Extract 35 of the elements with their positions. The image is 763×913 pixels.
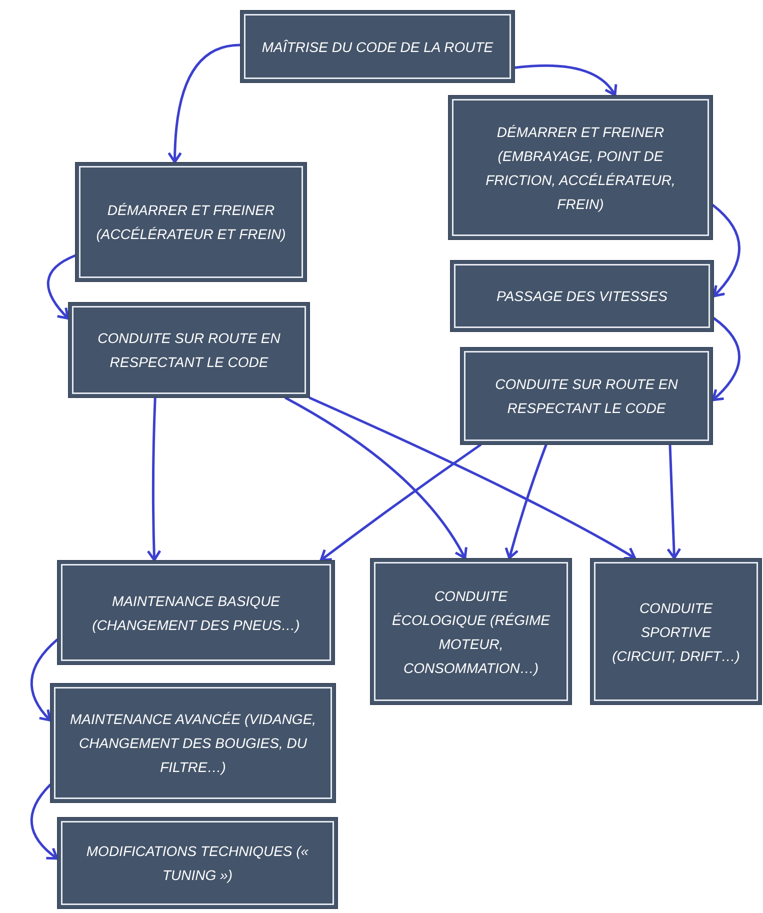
box-text: CONDUITE ÉCOLOGIQUE (RÉGIME MOTEUR, CONSOMMATION…) xyxy=(391,586,551,678)
box-text: MODIFICATIONS TECHNIQUES (« TUNING ») xyxy=(85,842,310,885)
arrow xyxy=(168,44,242,164)
box-text: DÉMARRER ET FREINER (EMBRAYAGE, POINT DE FRICTION, ACCÉLÉRATEUR, FREIN) xyxy=(484,122,676,214)
box-text: CONDUITE SUR ROUTE EN RESPECTANT LE CODE xyxy=(96,329,282,372)
arrow xyxy=(712,204,740,298)
box-text: PASSAGE DES VITESSES xyxy=(496,287,668,306)
box-text: MAÎTRISE DU CODE DE LA ROUTE xyxy=(262,38,494,56)
arrow xyxy=(308,396,636,560)
box-text: CONDUITE SPORTIVE (CIRCUIT, DRIFT…) xyxy=(611,598,741,666)
arrow xyxy=(514,64,616,96)
arrow xyxy=(47,254,76,320)
process-box xyxy=(50,683,336,803)
process-box xyxy=(68,302,310,398)
process-box xyxy=(460,347,713,445)
box-text: CONDUITE SUR ROUTE EN RESPECTANT LE CODE xyxy=(494,375,679,418)
process-box xyxy=(448,95,713,240)
arrow xyxy=(320,444,482,562)
arrow xyxy=(146,396,162,562)
box-text: DÉMARRER ET FREINER (ACCÉLÉRATEUR ET FREIN) xyxy=(95,201,287,244)
process-box xyxy=(590,558,762,705)
arrow xyxy=(284,396,468,560)
process-box xyxy=(450,260,714,332)
process-box xyxy=(240,10,515,83)
box-text: MAINTENANCE AVANCÉE (VIDANGE, CHANGEMENT DES BOUGIES, DU FILTRE…) xyxy=(68,710,318,777)
arrow xyxy=(666,444,682,560)
arrow xyxy=(712,317,740,402)
process-box xyxy=(75,162,307,282)
arrow xyxy=(30,784,58,860)
process-box xyxy=(57,560,335,665)
process-box xyxy=(370,558,572,705)
box-text: MAINTENANCE BASIQUE (CHANGEMENT DES PNEUS…) xyxy=(91,592,301,635)
arrow xyxy=(504,444,548,560)
process-box xyxy=(57,817,338,909)
arrow xyxy=(30,638,58,722)
